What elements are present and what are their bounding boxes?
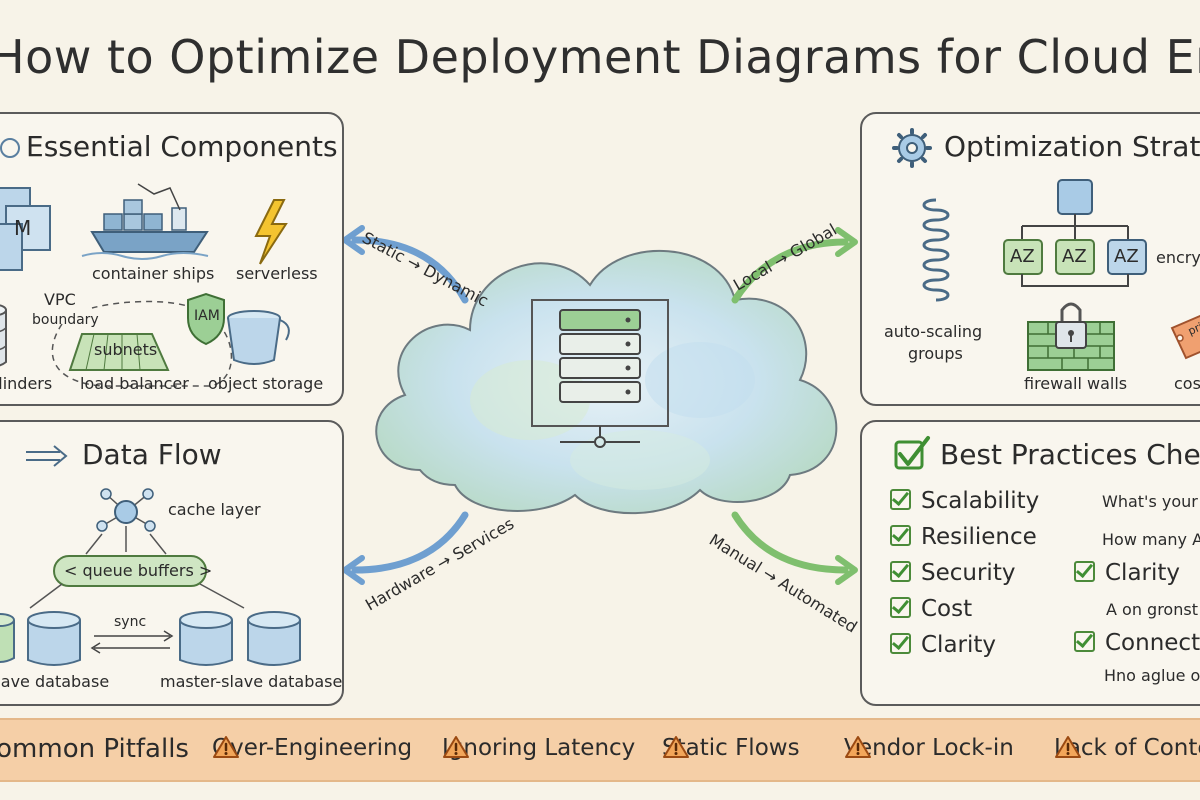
az-label-3: AZ (1114, 246, 1139, 267)
checkbox-checked-icon[interactable] (890, 525, 911, 546)
components-title: Essential Components (26, 130, 338, 163)
firewall-lock-icon (1027, 302, 1115, 371)
optimization-graphics (892, 128, 1200, 371)
pitfall-over-engineering: Over-Engineering (212, 735, 413, 761)
warning-icon (845, 736, 871, 758)
subnets-label: subnets (94, 340, 158, 359)
server-icon (531, 299, 669, 448)
auto-scaling-label: auto-scaling (884, 322, 983, 341)
object-storage-label: object storage (208, 374, 324, 393)
groups-label: groups (908, 344, 963, 363)
root-node (1057, 179, 1093, 215)
check-cost[interactable]: Cost (890, 596, 972, 622)
queue-pill (53, 555, 207, 587)
az-box-2 (1055, 239, 1095, 275)
vpc-label: VPC (44, 290, 76, 309)
cost-label: cost (1174, 374, 1200, 393)
best-practices-panel: Best Practices Checklist Scalability Res… (860, 420, 1200, 706)
arrow-bottom-left (342, 511, 469, 585)
object-storage-icon (227, 310, 290, 365)
optimization-title: Optimization Strategies (944, 130, 1200, 163)
warning-icon (1055, 736, 1081, 758)
vpc-boundary (51, 300, 233, 387)
checkbox-checked-icon[interactable] (1074, 561, 1095, 582)
data-flow-panel: Data Flow cache layer < queue buffers > … (0, 420, 344, 706)
checkbox-checked-icon[interactable] (890, 489, 911, 510)
container-ship-icon (81, 183, 209, 260)
warning-icon (663, 736, 689, 758)
cache-hub-icon (96, 488, 156, 532)
warning-icon (443, 736, 469, 758)
iam-shield-icon (187, 292, 225, 346)
subnets-icon (68, 333, 170, 371)
arrow-top-left (342, 225, 469, 304)
sync-label: sync (114, 614, 147, 630)
arrow-top-right (731, 227, 858, 304)
lightning-icon (254, 199, 288, 265)
boundary-label: boundary (32, 312, 99, 328)
queue-buffers-label: < queue buffers > (64, 561, 213, 580)
check-clarity-right[interactable]: Clarity (1074, 560, 1180, 586)
price-tag-icon (1170, 314, 1200, 360)
check-connectivity[interactable]: Connectivity (1074, 630, 1200, 656)
essential-components-panel: Essential Components M container ships s… (0, 112, 344, 406)
checkbox-checked-icon[interactable] (890, 633, 911, 654)
checkbox-checked-icon[interactable] (890, 561, 911, 582)
master-slave-database-label: master-slave database (160, 672, 343, 691)
components-icon (0, 138, 20, 158)
az-label-1: AZ (1010, 246, 1035, 267)
pitfalls-title: Common Pitfalls (0, 734, 189, 764)
double-arrow-icon (26, 445, 68, 467)
check-clarity[interactable]: Clarity (890, 632, 996, 658)
flow-title: Data Flow (82, 438, 222, 471)
check-security[interactable]: Security (890, 560, 1015, 586)
pitfall-static-flows: Static Flows (662, 735, 800, 761)
best-graphics (894, 436, 930, 470)
common-pitfalls-bar: Common Pitfalls Over-Engineering Ignorin… (0, 718, 1200, 782)
slave-database-label: slave database (0, 672, 110, 691)
note-one: A on gronst plan (1106, 600, 1200, 619)
cache-layer-label: cache layer (168, 500, 261, 519)
warning-icon (213, 736, 239, 758)
serverless-label: serverless (236, 264, 318, 283)
checkbox-checked-icon[interactable] (890, 597, 911, 618)
sync-arrows (90, 630, 174, 654)
firewall-label: firewall walls (1024, 374, 1128, 393)
pitfall-ignoring-latency: Ignoring Latency (442, 735, 636, 761)
arrow-bottom-right (731, 511, 858, 585)
load-balancer-label: load balancer (80, 374, 189, 393)
encryption-label: encryption (1156, 248, 1200, 267)
optimization-strategies-panel: Optimization Strategies AZ AZ AZ encrypt… (860, 112, 1200, 406)
best-practices-title: Best Practices Checklist (940, 438, 1200, 471)
cylinders-label: cylinders (0, 374, 53, 393)
spring-icon (922, 198, 950, 302)
check-scalability[interactable]: Scalability (890, 488, 1039, 514)
cylinders-icon (0, 304, 7, 367)
flow-graphics (0, 445, 301, 666)
pitfall-lack-of-context: Lack of Context (1054, 735, 1200, 761)
scale-question: What's your scale? (1102, 492, 1200, 511)
az-label-2: AZ (1062, 246, 1087, 267)
vm-label: M (14, 216, 32, 240)
az-question: How many AZs? (1102, 530, 1200, 549)
components-graphics (0, 138, 290, 387)
iam-label: IAM (194, 308, 220, 324)
checkbox-title-icon (894, 436, 930, 470)
page-title: How to Optimize Deployment Diagrams for … (0, 30, 1200, 84)
gear-icon (892, 128, 932, 168)
check-resilience[interactable]: Resilience (890, 524, 1037, 550)
database-icons (0, 611, 301, 666)
vm-icon (0, 187, 51, 271)
pitfall-vendor-lock-in: Vendor Lock-in (844, 735, 1014, 761)
container-ships-label: container ships (92, 264, 215, 283)
note-two: Hno aglue ogn (1104, 666, 1200, 685)
checkbox-checked-icon[interactable] (1074, 631, 1095, 652)
